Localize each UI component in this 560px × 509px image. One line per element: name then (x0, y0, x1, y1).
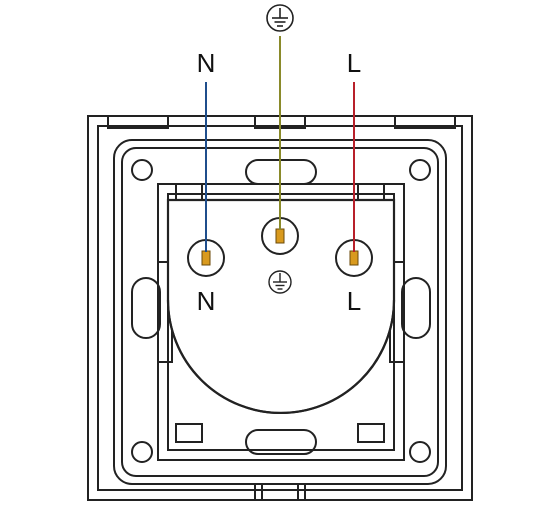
terminals (187, 217, 373, 277)
mount-hole-bottom-left (131, 441, 153, 463)
ground-symbol-top-icon (266, 4, 294, 32)
terminal-live-screw (349, 250, 359, 266)
mount-hole-top-right (409, 159, 431, 181)
slot-right (401, 277, 431, 339)
mount-hole-bottom-right (409, 441, 431, 463)
terminal-ground-screw (275, 228, 285, 244)
ground-symbol-inner-icon (268, 270, 292, 294)
socket-body-lower (166, 299, 396, 415)
mechanism-frame (157, 183, 405, 461)
label-inner-neutral: N (197, 286, 216, 316)
mounting-holes (131, 159, 431, 463)
label-top-neutral: N (197, 48, 216, 78)
label-inner-live: L (347, 286, 361, 316)
label-top-live: L (347, 48, 361, 78)
slot-bottom (245, 429, 317, 455)
terminal-neutral-screw (201, 250, 211, 266)
mount-hole-top-left (131, 159, 153, 181)
slot-left (131, 277, 161, 339)
